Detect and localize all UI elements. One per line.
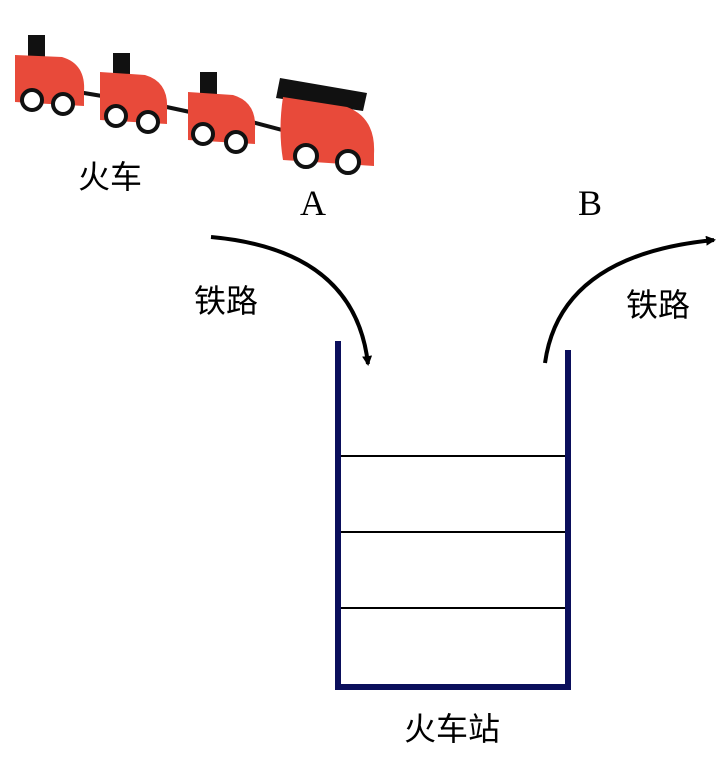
- train-wheel: [20, 88, 44, 112]
- entry-track-label: 铁路: [194, 282, 258, 320]
- train-wheel: [104, 104, 128, 128]
- station-container: [335, 341, 571, 690]
- train-roof: [276, 78, 367, 111]
- exit-point-label: B: [578, 183, 602, 223]
- train-wheel: [335, 149, 361, 175]
- train-chimney: [200, 72, 217, 96]
- entry-point-label: A: [300, 183, 326, 223]
- train-car: [15, 35, 85, 116]
- train-wheel: [51, 92, 75, 116]
- train-wheel: [191, 122, 215, 146]
- train-wheel: [224, 130, 248, 154]
- train-car: [100, 53, 168, 134]
- entry-track-arrow: [210, 235, 373, 366]
- train-car: [276, 78, 375, 175]
- train-label: 火车: [78, 158, 142, 196]
- train-chimney: [28, 35, 45, 59]
- train-coupling: [251, 120, 283, 132]
- train-car: [188, 72, 256, 154]
- train-wheel: [136, 110, 160, 134]
- station-label: 火车站: [404, 710, 500, 748]
- train-chimney: [113, 53, 130, 77]
- exit-track-arrow: [543, 235, 716, 364]
- exit-track-label: 铁路: [626, 286, 690, 324]
- train: [15, 35, 375, 175]
- train-wheel: [293, 143, 319, 169]
